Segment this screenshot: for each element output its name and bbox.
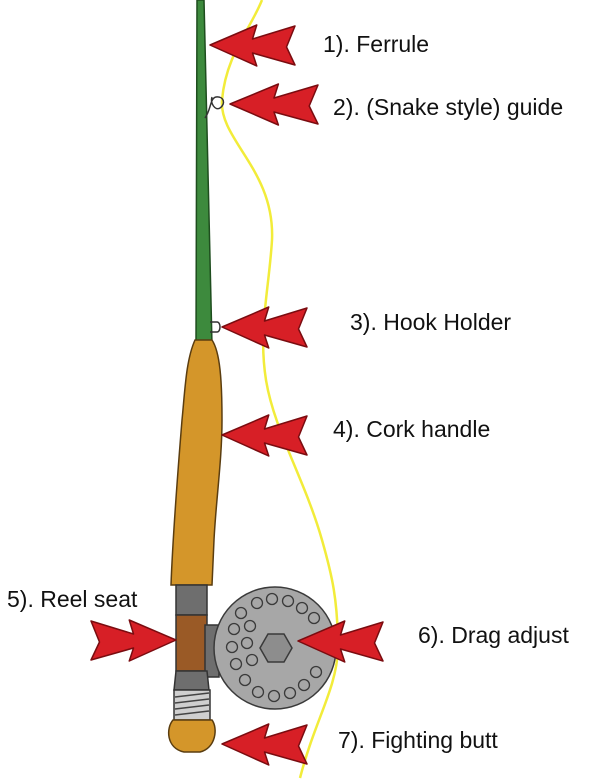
cork-handle (170, 339, 223, 586)
reel-hole (309, 665, 323, 679)
reel-hole (229, 657, 243, 671)
label-guide: 2). (Snake style) guide (333, 94, 563, 120)
reel-hole (250, 596, 264, 610)
reel-hole (251, 685, 265, 699)
label-drag-adjust: 6). Drag adjust (418, 622, 569, 648)
arrow-hook-holder (221, 306, 308, 349)
fighting-butt (167, 719, 216, 753)
snake-guide (204, 96, 225, 119)
arrow-drag-adjust (297, 620, 384, 663)
reel-seat-insert (175, 614, 208, 672)
reel-hole (267, 689, 281, 703)
reel-seat-lower-band (173, 670, 210, 691)
reel-hole (227, 622, 241, 636)
label-fighting-butt: 7). Fighting butt (338, 727, 498, 753)
reel-hole (243, 619, 257, 633)
arrow-fighting-butt (221, 723, 308, 766)
reel-hole (234, 606, 248, 620)
rod-blank (195, 0, 213, 346)
reel-hole (225, 640, 239, 654)
reel-hole (238, 673, 252, 687)
arrow-guide (229, 83, 319, 126)
reel-seat-band (175, 584, 208, 616)
hook-holder (210, 321, 221, 333)
reel-hole (295, 601, 309, 615)
reel-hole (283, 686, 297, 700)
reel-hole (307, 611, 321, 625)
locking-ring-threads (174, 692, 210, 716)
arrow-reel-seat (90, 619, 177, 662)
label-hook-holder: 3). Hook Holder (350, 309, 511, 335)
reel-hole (240, 636, 254, 650)
label-ferrule: 1). Ferrule (323, 31, 429, 57)
reel-hole (245, 653, 259, 667)
label-reel-seat: 5). Reel seat (7, 586, 138, 612)
arrow-cork-handle (221, 414, 308, 457)
drag-knob (259, 633, 293, 663)
arrow-ferrule (209, 24, 296, 67)
reel-hole (297, 678, 311, 692)
reel-port-holes (225, 592, 323, 703)
reel-hole (281, 594, 295, 608)
reel-hole (265, 592, 279, 606)
callout-arrows (90, 24, 384, 766)
label-cork-handle: 4). Cork handle (333, 416, 490, 442)
